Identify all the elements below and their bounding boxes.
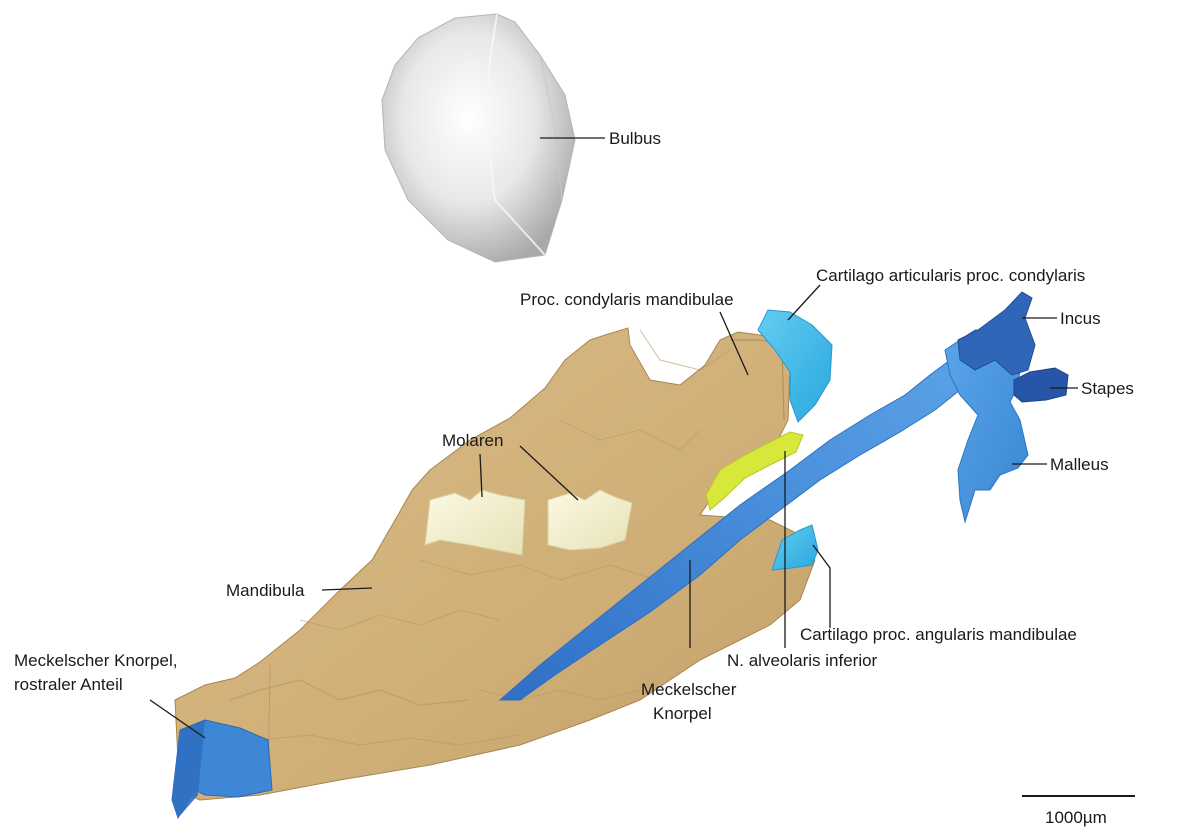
stapes-shape	[1014, 368, 1068, 402]
label-molaren: Molaren	[442, 431, 503, 450]
label-n-alveolaris: N. alveolaris inferior	[727, 651, 878, 670]
label-meckel-line1: Meckelscher	[641, 680, 737, 699]
scale-bar-label: 1000µm	[1045, 808, 1107, 827]
label-meckel-rostral-line1: Meckelscher Knorpel,	[14, 651, 177, 670]
leader-cartilago-articularis	[788, 285, 820, 320]
scale-bar: 1000µm	[1022, 796, 1135, 827]
label-cartilago-articularis: Cartilago articularis proc. condylaris	[816, 266, 1085, 285]
label-stapes: Stapes	[1081, 379, 1134, 398]
label-meckel-rostral-line2: rostraler Anteil	[14, 675, 123, 694]
label-meckel-line2: Knorpel	[653, 704, 712, 723]
mandibula-shape	[175, 328, 815, 800]
label-malleus: Malleus	[1050, 455, 1109, 474]
label-proc-condylaris: Proc. condylaris mandibulae	[520, 290, 734, 309]
label-mandibula: Mandibula	[226, 581, 305, 600]
label-incus: Incus	[1060, 309, 1101, 328]
label-bulbus: Bulbus	[609, 129, 661, 148]
label-cartilago-angularis: Cartilago proc. angularis mandibulae	[800, 625, 1077, 644]
